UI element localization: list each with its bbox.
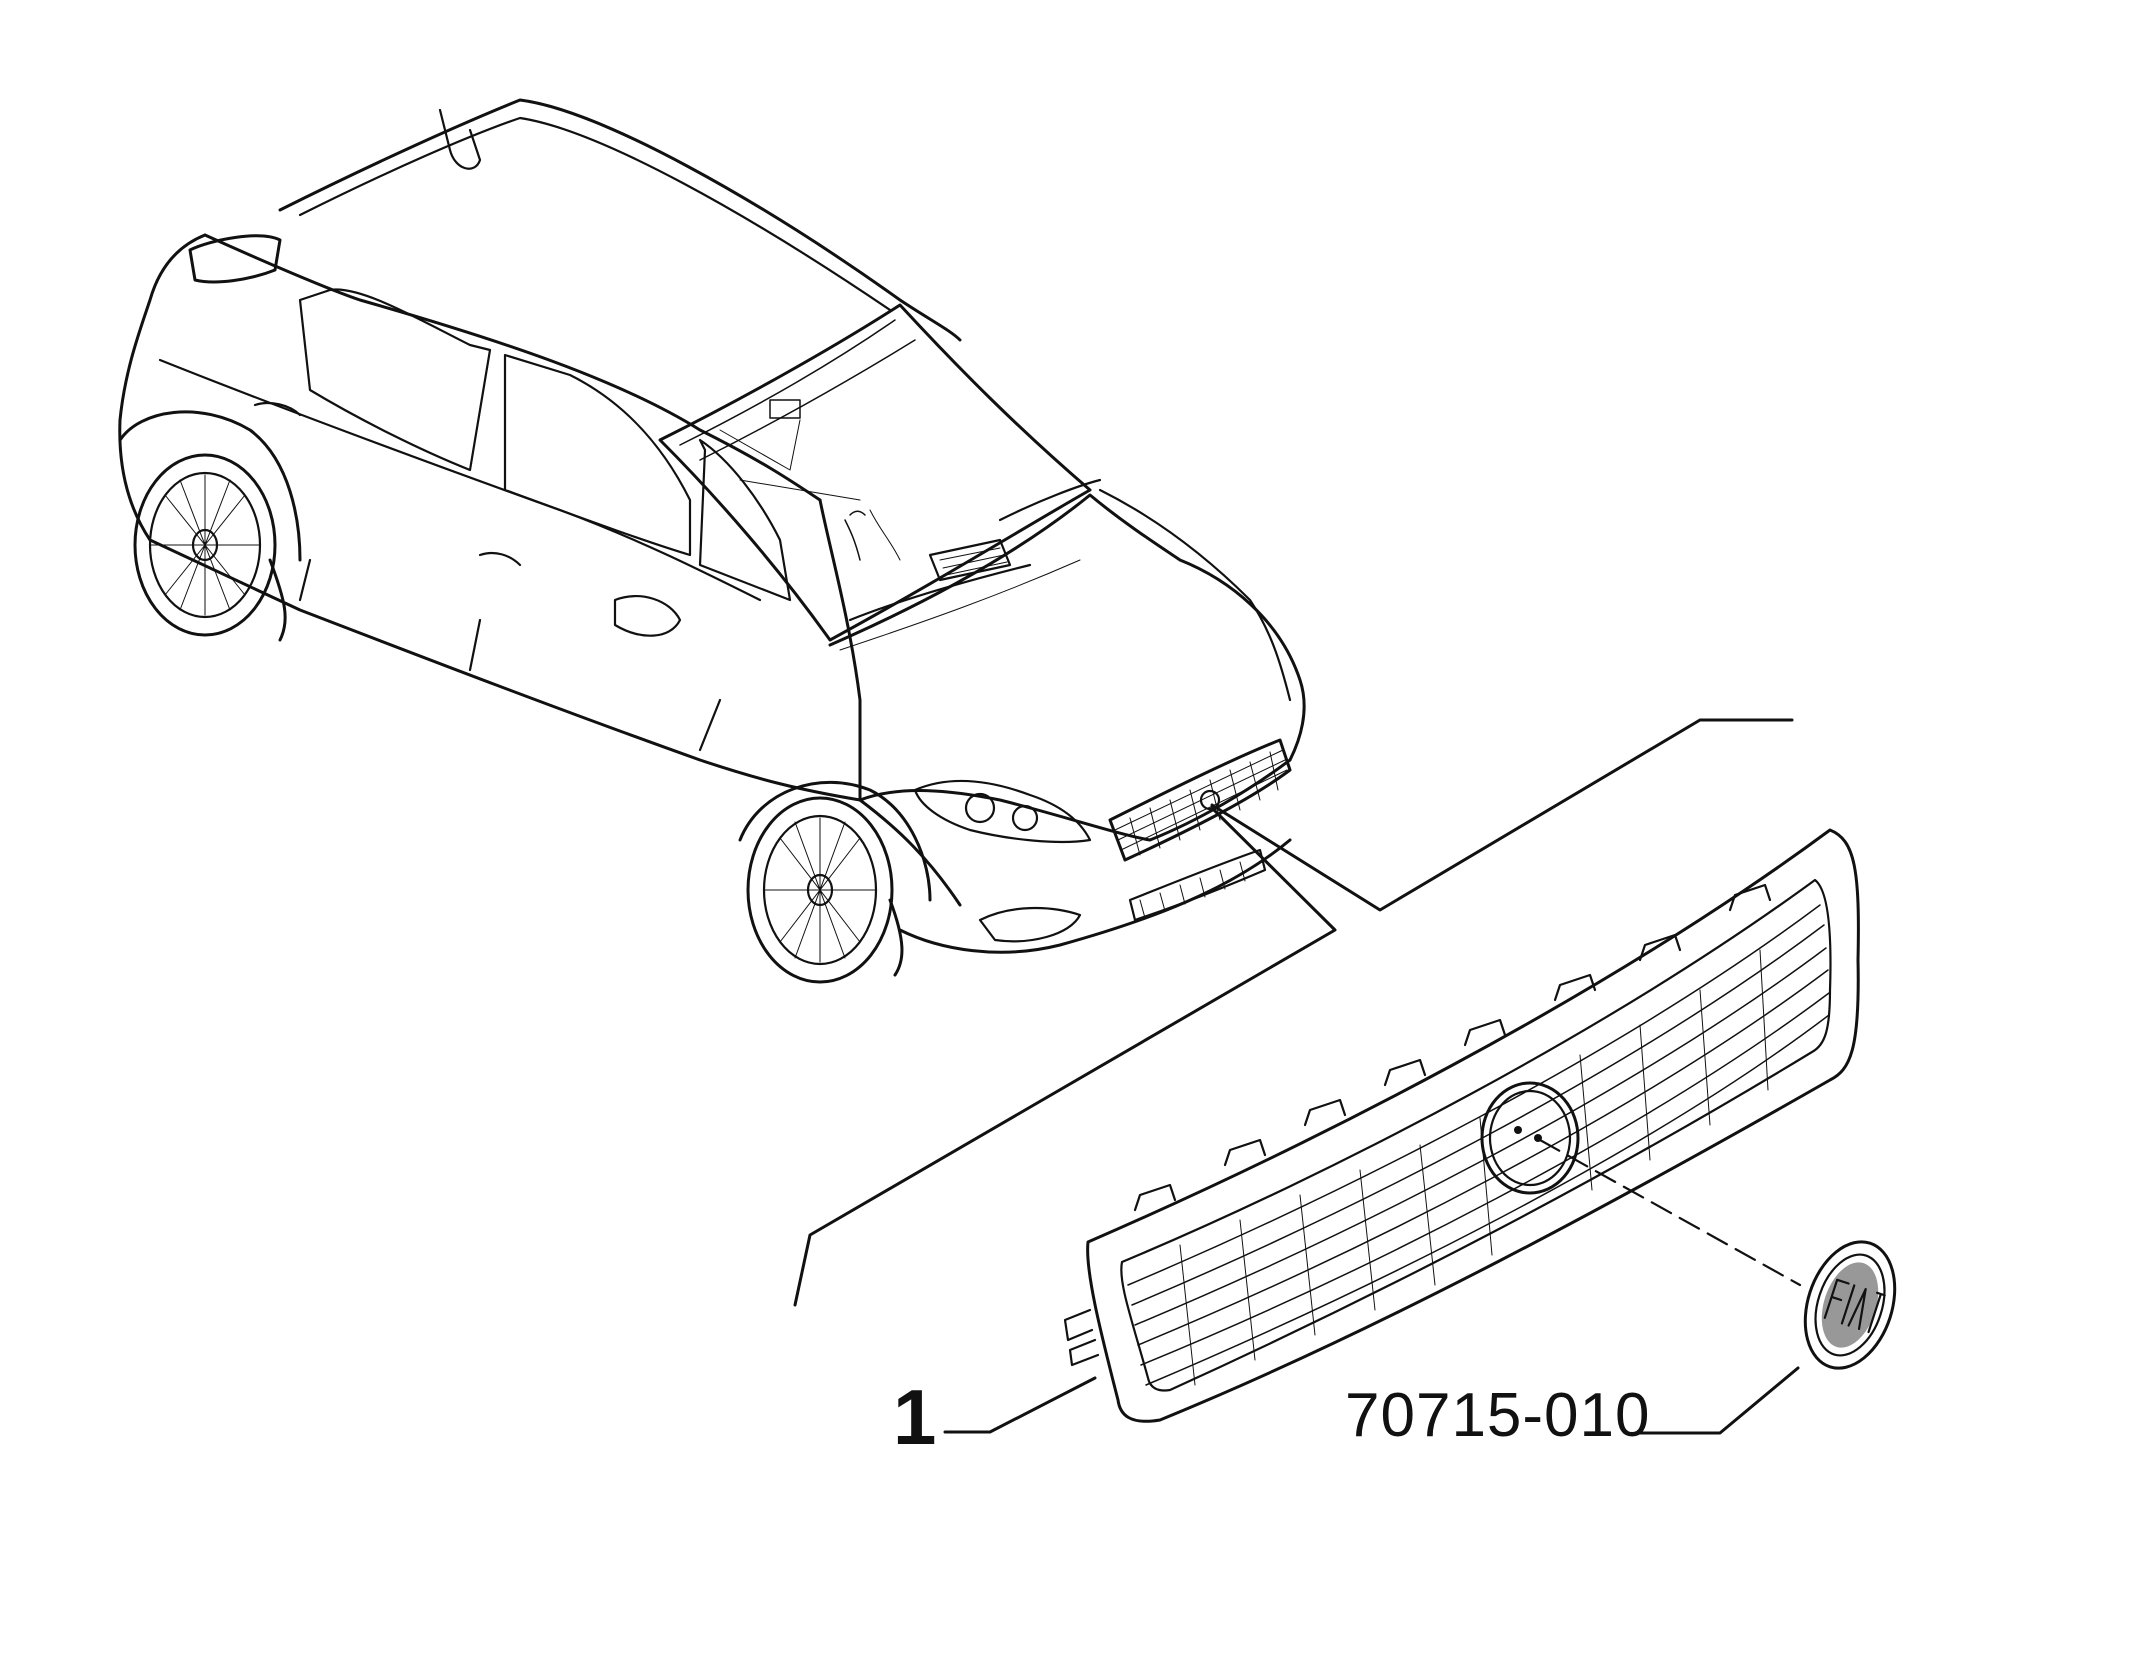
fiat-logo-lettering xyxy=(1823,1278,1886,1334)
leader-callout-part xyxy=(1638,1366,1800,1435)
rear-wheel xyxy=(133,453,287,642)
leader-car-to-grille xyxy=(793,718,1794,1307)
leader-emblem-dashed xyxy=(1538,1138,1802,1287)
car-illustration xyxy=(118,98,1306,984)
leader-callout-1 xyxy=(943,1376,1097,1434)
callout-label-part-number: 70715-010 xyxy=(1345,1381,1651,1450)
front-wheel xyxy=(746,796,904,984)
emblem-part xyxy=(1803,1240,1897,1370)
grille-part-1 xyxy=(1063,828,1860,1423)
callout-label-1: 1 xyxy=(893,1373,937,1461)
